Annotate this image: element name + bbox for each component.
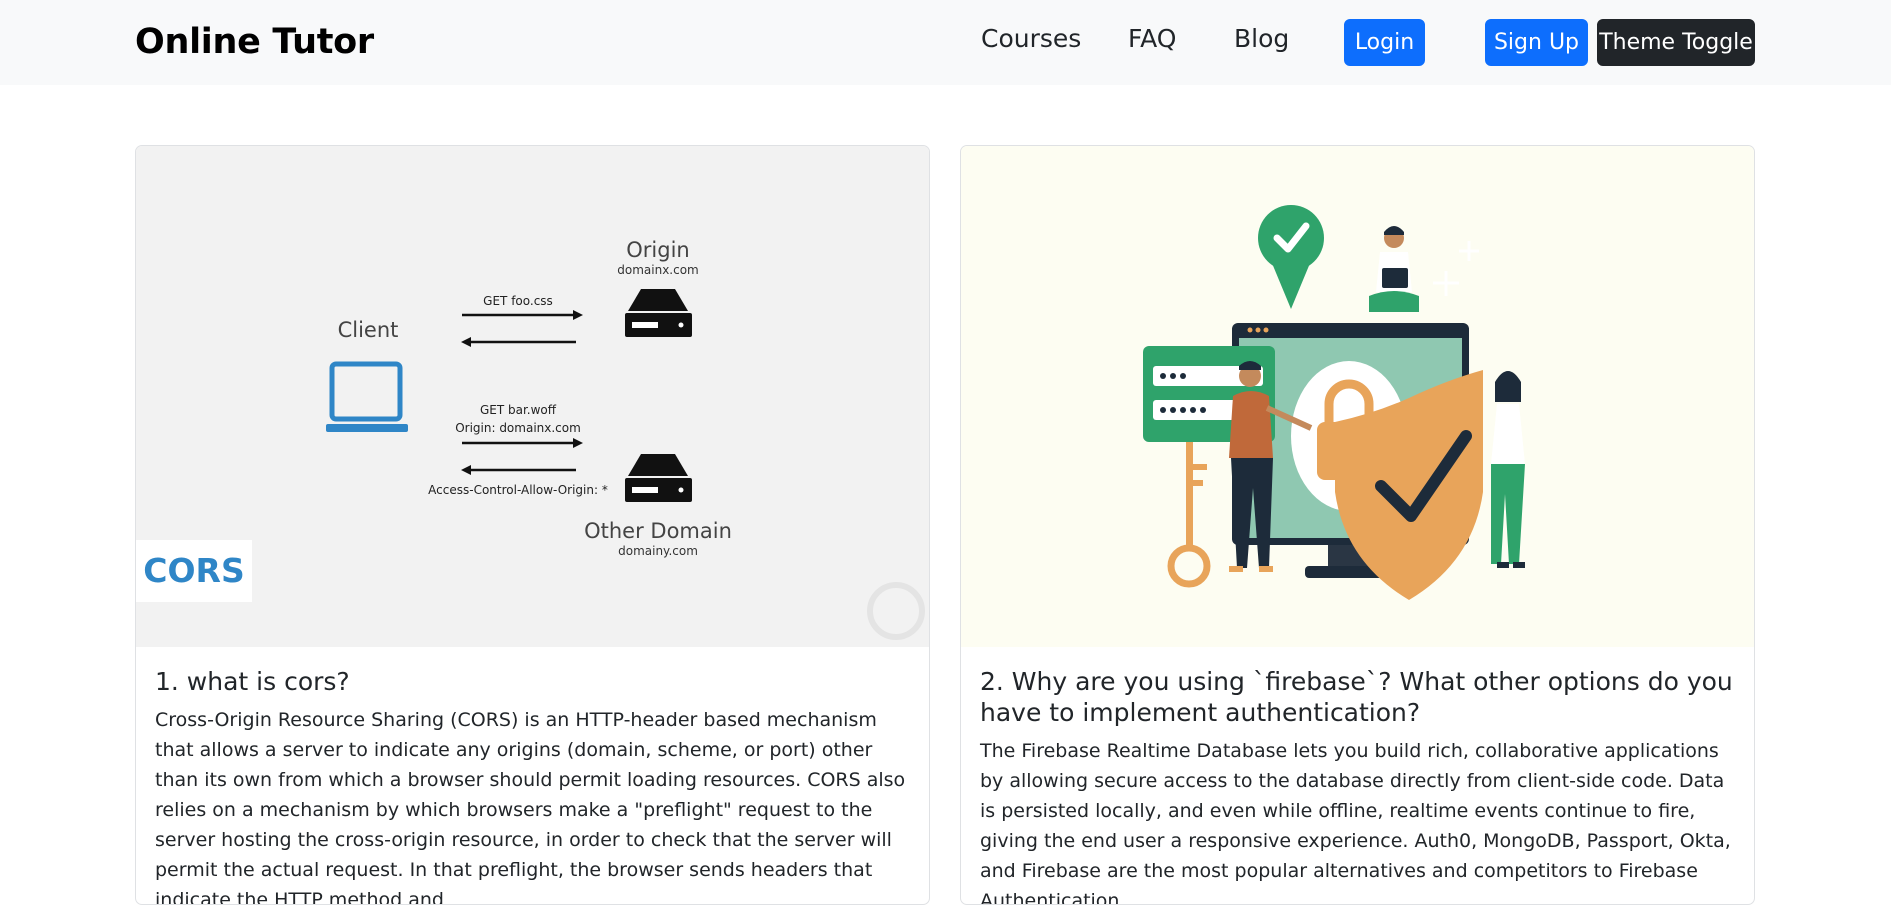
brand-logo[interactable]: Online Tutor [135,22,374,62]
card-title: 1. what is cors? [155,667,350,696]
request-label-1: GET foo.css [483,294,553,308]
person-man-icon [1229,361,1313,572]
theme-toggle-button[interactable]: Theme Toggle [1597,19,1755,66]
nav-link-faq[interactable]: FAQ [1128,24,1177,53]
nav-link-blog[interactable]: Blog [1234,24,1290,53]
arrow-right-icon [462,438,583,448]
cors-diagram-image: Client GET foo.css Origin domainx.com [136,146,929,647]
cors-badge-bg [136,540,252,602]
card-body: 2. Why are you using `firebase`? What ot… [980,666,1735,905]
person-woman-icon [1491,371,1525,568]
origin-domain: domainx.com [617,263,699,277]
security-illustration-image [961,146,1754,647]
other-domain-name: domainy.com [618,544,698,558]
origin-label: Origin [626,238,689,262]
server-icon [625,454,692,502]
request-origin-header: Origin: domainx.com [455,421,581,435]
sparkle-icon [1433,241,1479,296]
other-domain-label: Other Domain [584,519,732,543]
card-text: The Firebase Realtime Database lets you … [980,740,1731,905]
response-header: Access-Control-Allow-Origin: * [428,483,608,497]
card-body: 1. what is cors? Cross-Origin Resource S… [155,666,910,905]
check-pin-icon [1258,205,1324,309]
signup-button[interactable]: Sign Up [1485,19,1588,66]
navbar: Online Tutor Courses FAQ Blog Login Sign… [0,0,1891,85]
card-text: Cross-Origin Resource Sharing (CORS) is … [155,709,906,905]
person-laptop-icon [1369,226,1419,312]
arrow-left-icon [461,465,576,475]
request-label-2: GET bar.woff [480,403,557,417]
key-icon [1167,442,1211,588]
arrow-left-icon [461,337,576,347]
nav-link-courses[interactable]: Courses [981,24,1082,53]
server-icon [625,289,692,337]
card-firebase: 2. Why are you using `firebase`? What ot… [960,145,1755,905]
login-button[interactable]: Login [1344,19,1425,66]
arrow-right-icon [462,310,583,320]
cors-badge: CORS [143,551,244,590]
card-cors: Client GET foo.css Origin domainx.com [135,145,930,905]
client-label: Client [338,318,399,342]
shield-icon [1335,370,1483,600]
laptop-icon [326,361,408,432]
watermark-icon [867,582,925,640]
card-title: 2. Why are you using `firebase`? What ot… [980,667,1733,727]
